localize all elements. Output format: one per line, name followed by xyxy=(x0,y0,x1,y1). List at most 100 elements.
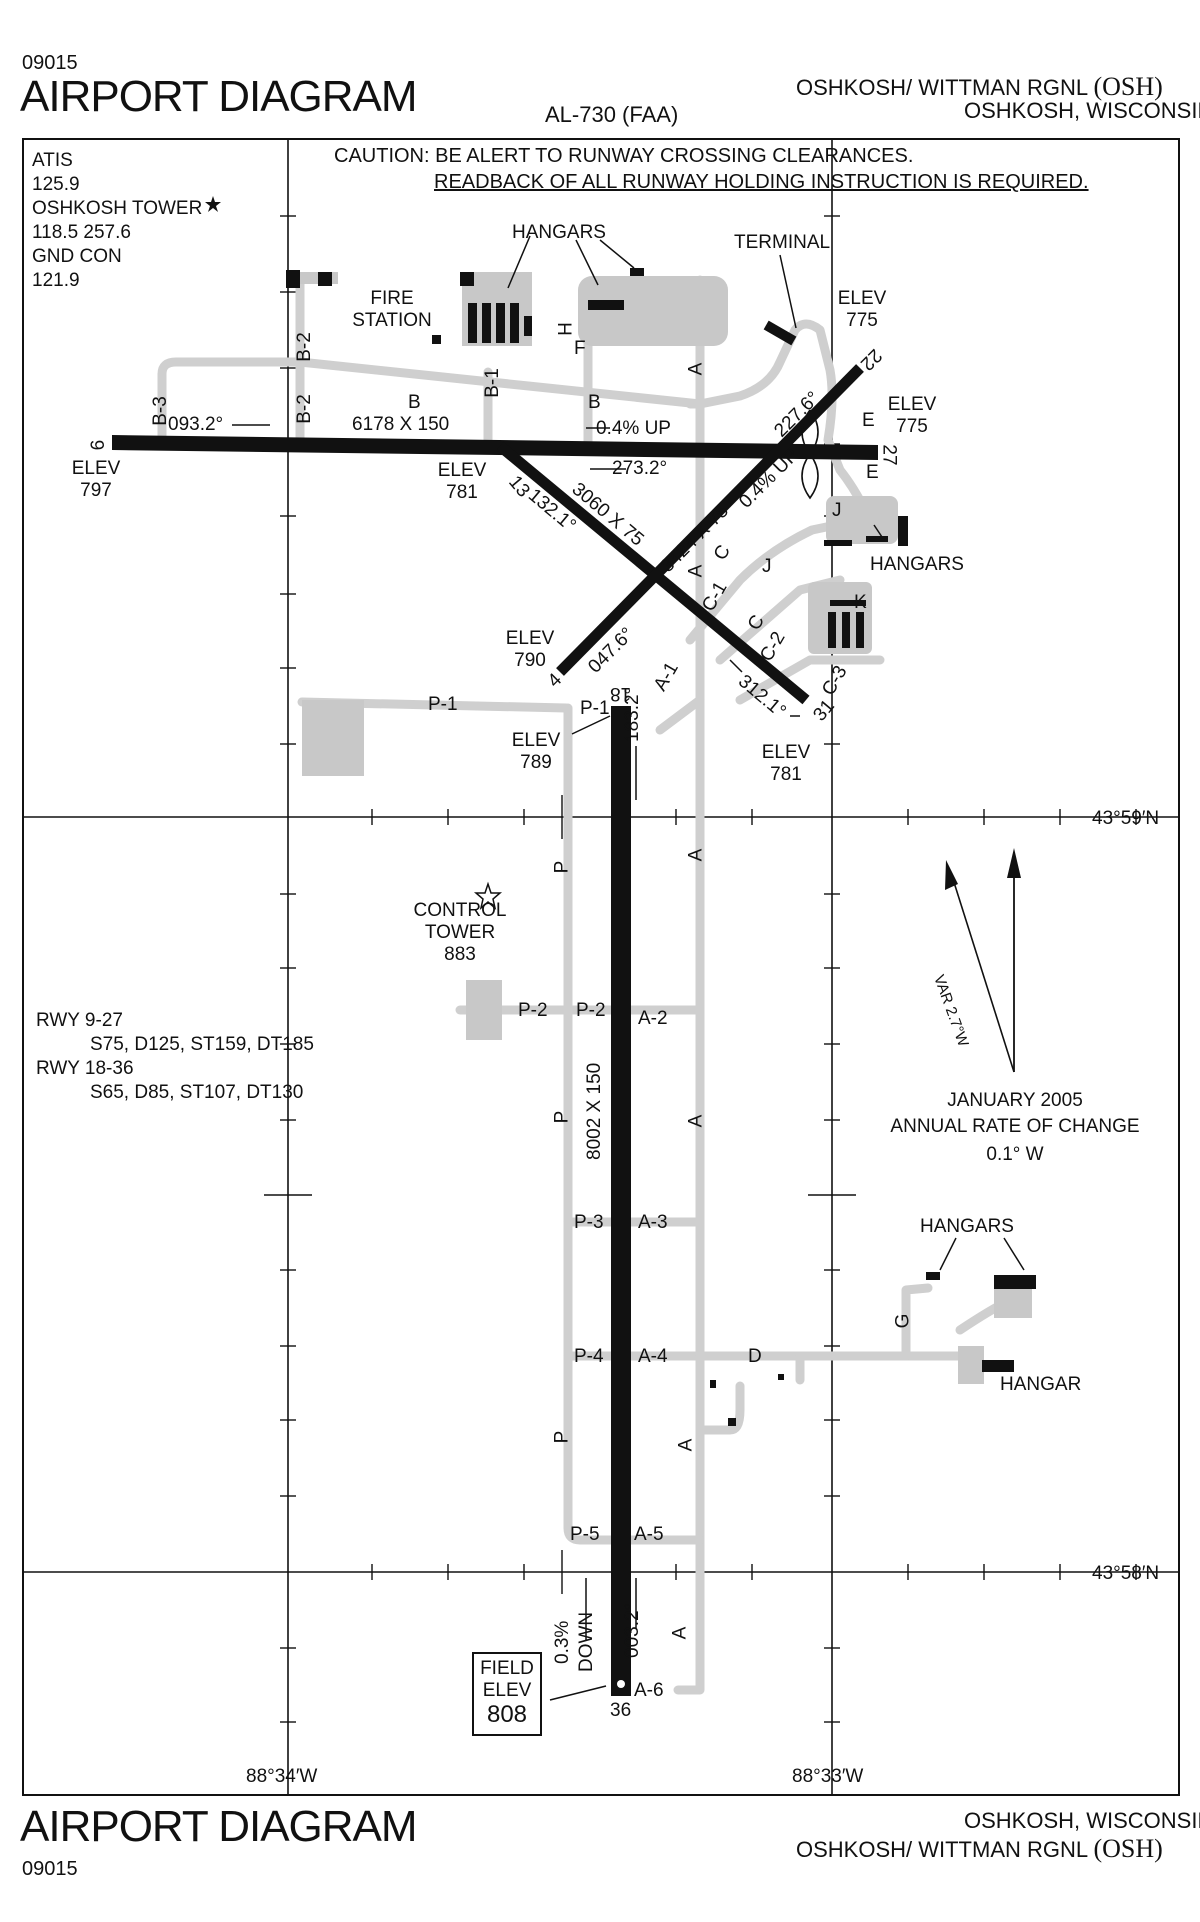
taxiway-label-a2: A-2 xyxy=(638,1008,668,1029)
taxiway-label-p5: P-5 xyxy=(570,1524,600,1545)
hangar-building xyxy=(982,1360,1014,1372)
building xyxy=(630,268,644,276)
lon-east: 88°33′W xyxy=(792,1766,864,1787)
lat-south: 43°58′N xyxy=(1092,1563,1160,1584)
taxiway-label-d: D xyxy=(748,1346,762,1367)
tower-star-icon xyxy=(205,196,221,212)
runway-9-27-dims: 6178 X 150 xyxy=(352,414,450,435)
building xyxy=(286,270,300,288)
atis-freq: 125.9 xyxy=(32,174,80,195)
taxiway-label-p: P xyxy=(551,1430,573,1444)
taxiway-label-k: K xyxy=(854,592,867,613)
taxiway-label-p1: P-1 xyxy=(580,698,610,719)
taxiway-label-b3: B-3 xyxy=(149,396,171,426)
taxiway-label-a6: A-6 xyxy=(634,1680,664,1701)
control-tower-elev: 883 xyxy=(444,944,476,965)
elev-label: ELEV xyxy=(437,460,487,481)
taxiway-label-p2: P-2 xyxy=(576,1000,606,1021)
fire-label-1: FIRE xyxy=(370,288,414,309)
rwy2-strength: S65, D85, ST107, DT130 xyxy=(90,1082,304,1103)
runway-hold-loop xyxy=(801,409,819,500)
hangar-building xyxy=(926,1272,940,1280)
field-elev-line2: ELEV xyxy=(482,1680,532,1701)
taxiway-label-p2: P-2 xyxy=(518,1000,548,1021)
taxiway-label-p4: P-4 xyxy=(574,1346,604,1367)
taxiway-label-e: E xyxy=(866,462,879,483)
hangar-building xyxy=(828,612,836,648)
rwy1-label: RWY 9-27 xyxy=(36,1010,123,1031)
footer-airport-id: (OSH) xyxy=(1093,1834,1163,1863)
magnetic-north-arrow xyxy=(951,875,1015,1073)
elev-value: 790 xyxy=(514,650,546,671)
magnetic-north-arrow-head xyxy=(945,860,958,890)
hangars-east-label: HANGARS xyxy=(870,554,964,575)
var-rate-label: ANNUAL RATE OF CHANGE xyxy=(890,1116,1140,1137)
elev-label: ELEV xyxy=(887,394,937,415)
hangar-building xyxy=(482,303,491,343)
field-elevation-box: FIELD ELEV 808 xyxy=(472,1652,542,1736)
taxiway-label-j: J xyxy=(762,556,772,577)
apron-hangars-e xyxy=(826,496,898,544)
diagram-frame xyxy=(22,138,1180,1796)
taxiway-label-h: H xyxy=(552,322,574,336)
hangars-se-label: HANGARS xyxy=(920,1216,1014,1237)
field-elev-value: 808 xyxy=(486,1701,528,1728)
taxiway-label-b2: B-2 xyxy=(293,394,315,424)
taxiway-label-a3: A-3 xyxy=(638,1212,668,1233)
elev-label: ELEV xyxy=(505,628,555,649)
footer-doc-code: 09015 xyxy=(22,1858,78,1880)
rwy2-label: RWY 18-36 xyxy=(36,1058,134,1079)
taxiway-g xyxy=(901,1283,933,1361)
elev-value: 775 xyxy=(896,416,928,437)
doc-code: 09015 xyxy=(22,52,78,74)
terminal-building xyxy=(763,320,797,346)
footer-airport-name: OSHKOSH/ WITTMAN RGNL (OSH) xyxy=(796,1834,1163,1864)
hangar-building xyxy=(524,316,532,336)
footer-city-state: OSHKOSH, WISCONSIN xyxy=(964,1808,1200,1833)
elev-label: ELEV xyxy=(511,730,561,751)
runway-36-threshold-light xyxy=(617,1680,625,1688)
runway-4-22 xyxy=(556,364,864,676)
taxiway-e xyxy=(695,319,875,525)
hangar-building xyxy=(496,303,505,343)
taxiway-label-p1: P-1 xyxy=(428,694,458,715)
taxiway-label-j: J xyxy=(832,500,842,521)
building xyxy=(460,272,474,286)
fire-label-2: STATION xyxy=(352,310,432,331)
taxiway-label-a: A xyxy=(675,1438,697,1452)
tower-freq: 118.5 257.6 xyxy=(32,222,131,243)
tower-label: OSHKOSH TOWER xyxy=(32,198,203,219)
north-arrows xyxy=(945,848,1021,1073)
runway-end-36: 36 xyxy=(610,1700,632,1721)
runway-9-27-slope: 0.4% UP xyxy=(596,418,671,439)
hangars-north-label: HANGARS xyxy=(512,222,606,243)
taxiway-a1 xyxy=(655,695,705,735)
taxiway-label-a5: A-5 xyxy=(634,1524,664,1545)
taxiway-a xyxy=(673,275,705,1695)
taxiway-label-a: A xyxy=(685,564,707,578)
taxiway-label-a: A xyxy=(669,1626,691,1640)
runway-end-27: 27 xyxy=(878,444,900,466)
elev-label: ELEV xyxy=(71,458,121,479)
hangar-building xyxy=(510,303,519,343)
leader-lines xyxy=(232,235,1025,1701)
taxiway-p xyxy=(563,703,705,1545)
building xyxy=(778,1374,784,1380)
hangar-building xyxy=(994,1275,1036,1289)
taxiway-d-spur xyxy=(697,1381,745,1435)
al-number: AL-730 (FAA) xyxy=(545,102,679,127)
hangar-building xyxy=(830,600,866,606)
runway-9-27-heading-e: 273.2° xyxy=(612,458,668,479)
taxiway-label-e: E xyxy=(862,410,875,431)
hangar-se-label: HANGAR xyxy=(1000,1374,1082,1395)
buildings xyxy=(286,268,1036,1426)
runway-18-36-dims: 8002 X 150 xyxy=(584,1062,605,1160)
runways xyxy=(112,364,878,1696)
